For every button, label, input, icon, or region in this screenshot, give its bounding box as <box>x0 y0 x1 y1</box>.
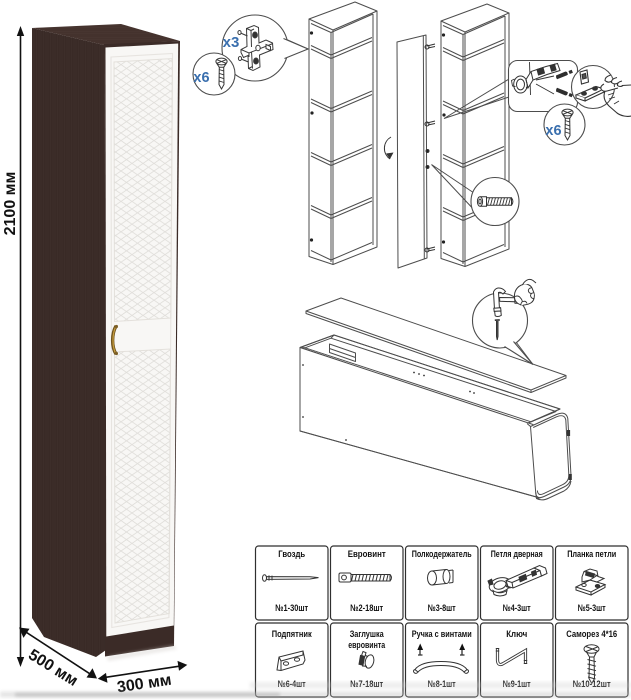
svg-text:Планка петли: Планка петли <box>567 549 616 560</box>
svg-text:x6: x6 <box>545 123 561 139</box>
svg-text:x3: x3 <box>223 34 240 51</box>
svg-text:Подпятник: Подпятник <box>272 629 312 640</box>
svg-text:Гвоздь: Гвоздь <box>278 549 305 560</box>
svg-text:Евровинт: Евровинт <box>348 549 386 560</box>
svg-text:№3-8шт: №3-8шт <box>428 603 456 614</box>
svg-text:Петля дверная: Петля дверная <box>491 549 543 560</box>
svg-text:№2-18шт: №2-18шт <box>350 603 383 614</box>
svg-text:2100 мм: 2100 мм <box>2 172 19 236</box>
svg-text:Полкодержатель: Полкодержатель <box>412 549 472 560</box>
svg-text:x6: x6 <box>193 70 209 86</box>
svg-text:Заглушка: Заглушка <box>350 629 385 640</box>
svg-text:Саморез 4*16: Саморез 4*16 <box>566 629 617 640</box>
svg-text:Ручка с винтами: Ручка с винтами <box>412 629 472 640</box>
svg-text:№1-30шт: №1-30шт <box>275 603 308 614</box>
svg-text:Ключ: Ключ <box>506 629 527 640</box>
svg-text:№4-3шт: №4-3шт <box>503 603 531 614</box>
svg-text:евровинта: евровинта <box>348 640 386 651</box>
svg-text:№5-3шт: №5-3шт <box>578 603 606 614</box>
